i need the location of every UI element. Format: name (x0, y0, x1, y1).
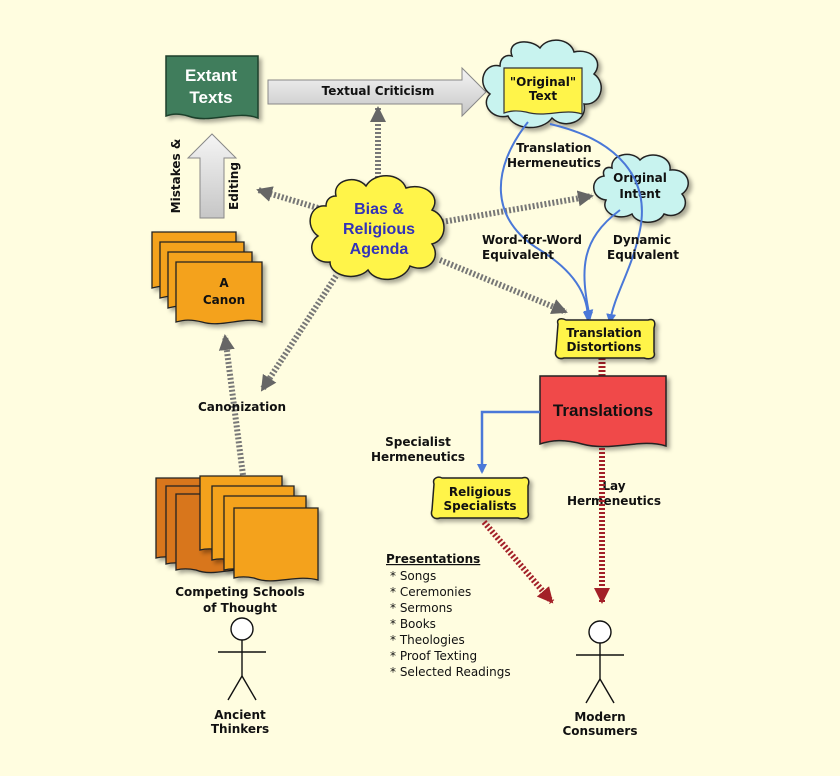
bias-line2: Religious (343, 221, 415, 238)
original-intent-cloud (593, 153, 689, 223)
extant-texts-line1: Extant (185, 66, 237, 85)
schools-to-canon-arrow (218, 334, 246, 476)
extant-texts-node (165, 55, 259, 120)
mistakes-editing-arrow: Mistakes & Editing (169, 133, 241, 219)
lay-hermeneutics-line2: Hermeneutics (567, 494, 661, 508)
lay-hermeneutics-line1: Lay (602, 479, 625, 493)
translations-label: Translations (553, 401, 653, 420)
translation-distortions-node (554, 318, 656, 360)
dynamic-line1: Dynamic (613, 233, 671, 247)
translations-node (539, 375, 667, 448)
translation-curves (500, 121, 643, 324)
modern-consumers-line1: Modern (574, 710, 625, 724)
distortions-line2: Distortions (567, 340, 642, 354)
bias-to-distortions-arrow (438, 257, 568, 315)
presentations-list: Presentations : * Songs * Ceremonies * S… (386, 552, 511, 679)
bias-line3: Agenda (350, 241, 409, 258)
presentation-item: * Songs (390, 569, 436, 583)
bias-cloud (309, 175, 445, 280)
consumer-arrows (481, 448, 610, 604)
word-for-word-curve (500, 121, 593, 322)
word-for-word-line1: Word-for-Word (482, 233, 582, 247)
bias-to-original-intent-arrow (441, 190, 594, 225)
ancient-thinkers-line2: Thinkers (211, 722, 269, 736)
religious-specialists-node (430, 476, 530, 520)
original-text-line1: "Original" (510, 75, 576, 89)
editing-label: Editing (227, 162, 241, 210)
presentation-item: * Selected Readings (390, 665, 511, 679)
a-canon-line2: Canon (203, 293, 245, 307)
ancient-thinkers-line1: Ancient (214, 708, 266, 722)
specialist-hermeneutics-line2: Hermeneutics (371, 450, 465, 464)
specialist-hermeneutics-line1: Specialist (385, 435, 451, 449)
schools-line1: Competing Schools (175, 585, 305, 599)
bias-arrows (218, 106, 606, 476)
specialists-line1: Religious (449, 485, 511, 499)
a-canon-node (151, 231, 263, 325)
specialists-to-consumers-arrow (481, 520, 555, 604)
presentations-heading: Presentations (386, 552, 480, 566)
intent-to-word-curve (583, 209, 621, 320)
textual-criticism-label: Textual Criticism (322, 84, 435, 98)
modern-consumers-line2: Consumers (563, 724, 638, 738)
competing-schools-node (155, 475, 319, 582)
original-intent-line1: Original (613, 171, 667, 185)
specialist-connector (477, 410, 540, 474)
presentation-item: * Proof Texting (390, 649, 477, 663)
original-text-node (503, 67, 583, 115)
presentations-colon: : (476, 552, 480, 566)
translation-hermeneutics-line2: Hermeneutics (507, 156, 601, 170)
modern-consumer-figure (576, 620, 624, 704)
presentation-item: * Ceremonies (390, 585, 471, 599)
mistakes-label: Mistakes & (169, 139, 183, 214)
presentation-item: * Books (390, 617, 436, 631)
distortions-line1: Translation (566, 326, 641, 340)
bias-line1: Bias & (354, 201, 404, 218)
presentation-item: * Sermons (390, 601, 452, 615)
specialists-line2: Specialists (444, 499, 517, 513)
bias-to-canonization-arrow (259, 274, 339, 392)
schools-line2: of Thought (203, 601, 277, 615)
textual-criticism-arrow: Textual Criticism (267, 66, 487, 118)
translation-hermeneutics-line1: Translation (516, 141, 591, 155)
ancient-thinker-figure (218, 617, 266, 701)
presentation-item: * Theologies (390, 633, 465, 647)
a-canon-line1: A (219, 276, 229, 290)
word-for-word-line2: Equivalent (482, 248, 554, 262)
canonization-label: Canonization (198, 400, 286, 414)
original-text-line2: Text (529, 89, 557, 103)
extant-texts-line2: Texts (189, 88, 232, 107)
dynamic-line2: Equivalent (607, 248, 679, 262)
bias-to-editing-arrow (256, 186, 319, 211)
dynamic-curve (549, 123, 643, 324)
